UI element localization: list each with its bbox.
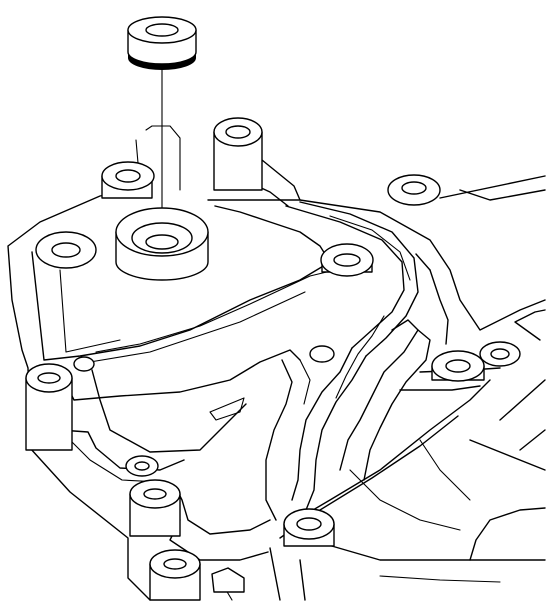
seal-bore	[115, 125, 209, 281]
boss-left-top	[101, 161, 155, 199]
boss-small-2	[309, 345, 335, 363]
bolt-bosses	[25, 117, 521, 601]
boss-top	[213, 117, 263, 191]
boss-bottom-left	[129, 479, 181, 537]
boss-small	[73, 356, 95, 372]
boss-bottom	[283, 508, 335, 547]
boss-lower-left	[125, 455, 159, 477]
boss-right	[387, 174, 441, 206]
boss-cover-right	[320, 243, 374, 277]
slot-bottom	[211, 567, 245, 593]
boss-cover-left	[35, 231, 97, 269]
valve-body-housing	[7, 175, 546, 601]
boss-mid-right	[431, 350, 485, 382]
boss-left-tall	[25, 363, 73, 451]
boss-far-right	[479, 341, 521, 367]
fluid-passages	[243, 159, 501, 539]
boss-very-bottom	[149, 549, 201, 601]
seal-ring	[127, 16, 197, 70]
